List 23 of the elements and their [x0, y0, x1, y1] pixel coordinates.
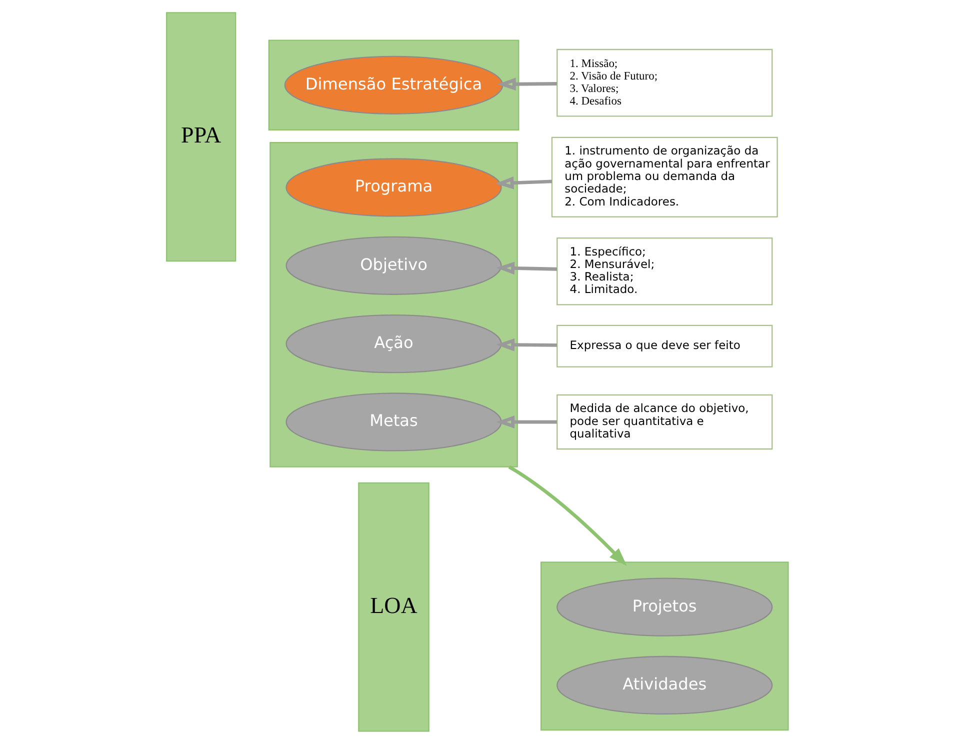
- node-ellipse: Ação: [285, 314, 502, 374]
- node-ellipse: Dimensão Estratégica: [284, 56, 503, 114]
- node-box: 1. Específico; 2. Mensurável; 3. Realista; 4. Limitado.: [556, 237, 772, 306]
- arrow: [508, 465, 626, 566]
- node-box: PPA: [166, 12, 236, 262]
- arrow: [496, 78, 556, 91]
- node-box: Medida de alcance do objetivo, pode ser quantitativa e qualitativa: [556, 394, 772, 450]
- node-ellipse: Metas: [285, 392, 502, 452]
- cluster: [269, 142, 518, 468]
- cluster: [268, 40, 519, 131]
- arrow: [496, 338, 556, 352]
- arrow: [496, 416, 556, 428]
- node-box: Expressa o que deve ser feito: [556, 324, 772, 368]
- node-box: LOA: [358, 482, 429, 732]
- node-box: 1. instrumento de organização da ação governamental para enfrentar um problema ou demanda da sociedade; 2. Com Indicadores.: [550, 136, 778, 218]
- node-ellipse: Atividades: [556, 656, 772, 715]
- node-ellipse: Objetivo: [285, 236, 502, 295]
- arrow: [494, 176, 552, 190]
- node-ellipse: Projetos: [556, 578, 772, 636]
- node-ellipse: Programa: [285, 158, 502, 217]
- node-box: 1. Missão; 2. Visão de Futuro; 3. Valores; 4. Desafios: [556, 48, 772, 117]
- cluster: [540, 562, 788, 731]
- arrow: [496, 262, 556, 275]
